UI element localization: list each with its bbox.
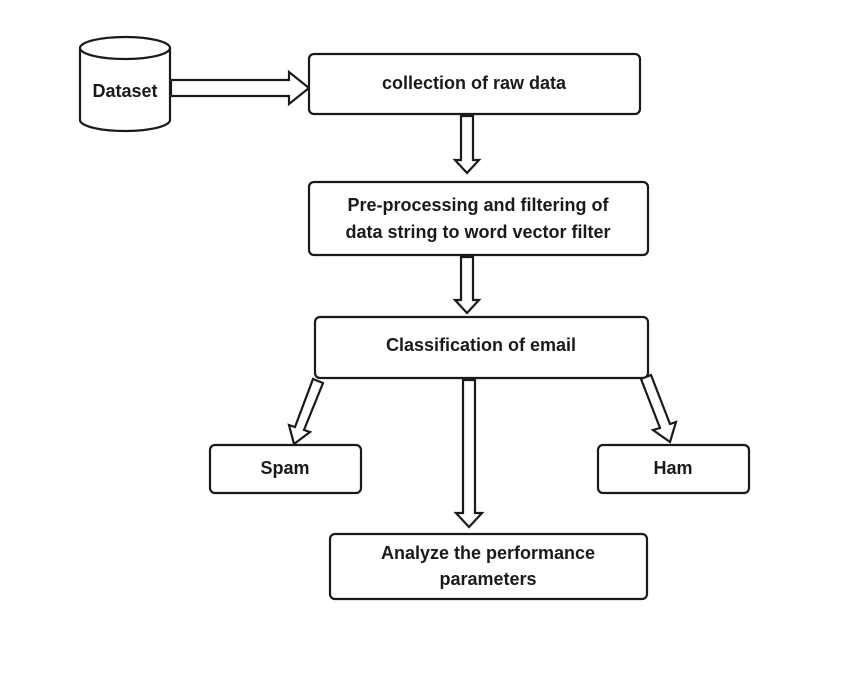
dataset-cylinder: Dataset bbox=[78, 35, 172, 133]
ham-box: Ham bbox=[596, 443, 751, 495]
analyze-line2: parameters bbox=[439, 569, 536, 589]
collection-label: collection of raw data bbox=[382, 73, 567, 93]
ham-label: Ham bbox=[653, 458, 692, 478]
arrow-collection-to-preprocessing bbox=[452, 114, 482, 175]
arrow-classification-to-ham bbox=[639, 373, 678, 444]
arrow-classification-to-spam bbox=[287, 377, 325, 446]
arrow-dataset-to-collection bbox=[169, 69, 311, 107]
classification-box: Classification of email bbox=[313, 315, 650, 380]
analyze-box: Analyze the performance parameters bbox=[328, 532, 649, 601]
spam-label: Spam bbox=[260, 458, 309, 478]
analyze-line1: Analyze the performance bbox=[381, 543, 595, 563]
preprocessing-line2: data string to word vector filter bbox=[345, 222, 610, 242]
dataset-label: Dataset bbox=[92, 81, 157, 101]
spam-box: Spam bbox=[208, 443, 363, 495]
collection-box: collection of raw data bbox=[307, 52, 642, 116]
preprocessing-box: Pre-processing and filtering of data str… bbox=[307, 180, 650, 257]
arrow-classification-to-analyze bbox=[453, 378, 485, 529]
preprocessing-line1: Pre-processing and filtering of bbox=[347, 195, 609, 215]
classification-label: Classification of email bbox=[386, 335, 576, 355]
arrow-preprocessing-to-classification bbox=[452, 255, 482, 315]
